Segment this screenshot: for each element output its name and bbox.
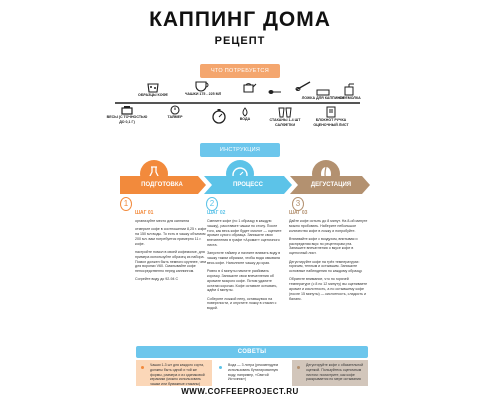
step1-marker: 1: [120, 197, 132, 211]
tool-notebook: БЛОКНОТ РУЧКА ОЦЕНОЧНЫЙ ЛИСТ: [308, 106, 354, 127]
step2-title: ПРОЦЕСС: [233, 182, 263, 188]
step3-number: ШАГ 03: [289, 210, 308, 216]
tip2-text: Вода — 3 литра (рекомендуем использовать…: [228, 363, 279, 382]
step1-p4: Согрейте воду до 92-94 С: [135, 277, 179, 282]
timer-icon: [170, 105, 180, 115]
tip3-text: Дегустируйте кофе с обязательной оценкой…: [306, 363, 364, 382]
tip3-bullet: [297, 366, 300, 369]
notebook-icon: [326, 106, 336, 118]
tools-timeline: [115, 102, 360, 104]
step1-p2: отмерьте кофе в соотношении 8,25 г. кофе…: [135, 227, 207, 246]
kettle-icon: [243, 83, 257, 93]
step3-p4: Обратите внимание, что по горячей темпер…: [289, 277, 368, 301]
spoon-holder-icon: [316, 89, 330, 96]
stopwatch-icon: [212, 109, 226, 124]
tool-glass: СТАКАНЫ 1-4 ШТ САЛФЕТКИ: [262, 106, 308, 127]
step1-p1: организуйте место для каппинга: [135, 219, 190, 223]
tools-header: ЧТО ПОТРЕБУЕТСЯ: [200, 64, 280, 78]
step2-p4: Соберите ложкой пену, оставшуюся на пове…: [207, 296, 277, 311]
page-subtitle: РЕЦЕПТ: [214, 35, 266, 47]
coffee-samples-icon: [147, 83, 159, 93]
step2-p3: Ровно в 4 минуты начните разбивать короч…: [207, 269, 278, 293]
tool-cup: ЧАШКИ 175 - 225 МЛ: [180, 80, 226, 97]
step2-marker: 2: [206, 197, 218, 211]
tip1-text: Чашки 1-3 шт для каждого сорта, должны б…: [150, 363, 205, 387]
tool-water: ВОДА: [222, 107, 268, 122]
step3-marker: 3: [292, 197, 304, 211]
steps-band: [120, 176, 370, 194]
step3-title: ДЕГУСТАЦИЯ: [310, 182, 352, 188]
tip1-bullet: [141, 366, 144, 369]
step2-number: ШАГ 02: [207, 210, 226, 216]
cup-icon: [195, 81, 209, 92]
tool-napkin: [280, 80, 326, 92]
tip-2: Вода — 3 литра (рекомендуем использовать…: [214, 360, 290, 386]
tool-grinder: КОФЕМОЛКА: [326, 82, 372, 101]
step1-content: ШАГ 01 организуйте место для каппинга от…: [135, 210, 211, 286]
glass-icon: [278, 107, 292, 118]
page-title: КАППИНГ ДОМА: [149, 8, 331, 31]
step3-p3: Дегустируйте кофе на трёх температурах: …: [289, 259, 363, 274]
tool-timer: ТАЙМЕР: [152, 105, 198, 120]
tip-1: Чашки 1-3 шт для каждого сорта, должны б…: [136, 360, 212, 386]
footer-url[interactable]: WWW.COFFEEPROJECT.RU: [181, 387, 299, 396]
step3-p2: Втягивайте кофе с воздухом, впитывая и р…: [289, 236, 358, 256]
tips-header: СОВЕТЫ: [136, 346, 368, 358]
step1-number: ШАГ 01: [135, 210, 154, 216]
tool-kettle: [226, 80, 272, 94]
step2-content: ШАГ 02 Смелите кофе (по 1 образцу в кажд…: [207, 210, 283, 315]
grinder-icon: [344, 83, 354, 96]
step1-p3: настройте помол в своей кофемолке, для п…: [135, 249, 206, 274]
tool-cupping-spoon: ЛОЖКА ДЛЯ КАППИНГА: [300, 88, 346, 101]
tip2-bullet: [219, 366, 222, 369]
tool-samples: ОБРАЗЦЫ КОФЕ: [130, 81, 176, 98]
step1-title: ПОДГОТОВКА: [141, 182, 183, 188]
step2-p1: Смелите кофе (по 1 образцу в каждую чашк…: [207, 219, 282, 247]
tool-stopwatch: [196, 108, 242, 124]
water-drop-icon: [242, 107, 248, 117]
tool-scale: ВЕСЫ (С ТОЧНОСТЬЮ ДО 0,1 Г): [104, 105, 150, 124]
instructions-header: ИНСТРУКЦИЯ: [200, 143, 280, 157]
spoon-icon: [268, 90, 281, 94]
step2-p2: Запустите таймер и начните вливать воду …: [207, 251, 281, 265]
step3-content: ШАГ 03 Дайте кофе остыть до 8 минут. На …: [289, 210, 369, 305]
napkin-icon: [295, 81, 311, 91]
scale-icon: [121, 106, 133, 115]
tip-3: Дегустируйте кофе с обязательной оценкой…: [292, 360, 368, 386]
tool-spoon: [252, 88, 298, 96]
step3-p1: Дайте кофе остыть до 8 минут. На 8-ой ми…: [289, 219, 368, 233]
